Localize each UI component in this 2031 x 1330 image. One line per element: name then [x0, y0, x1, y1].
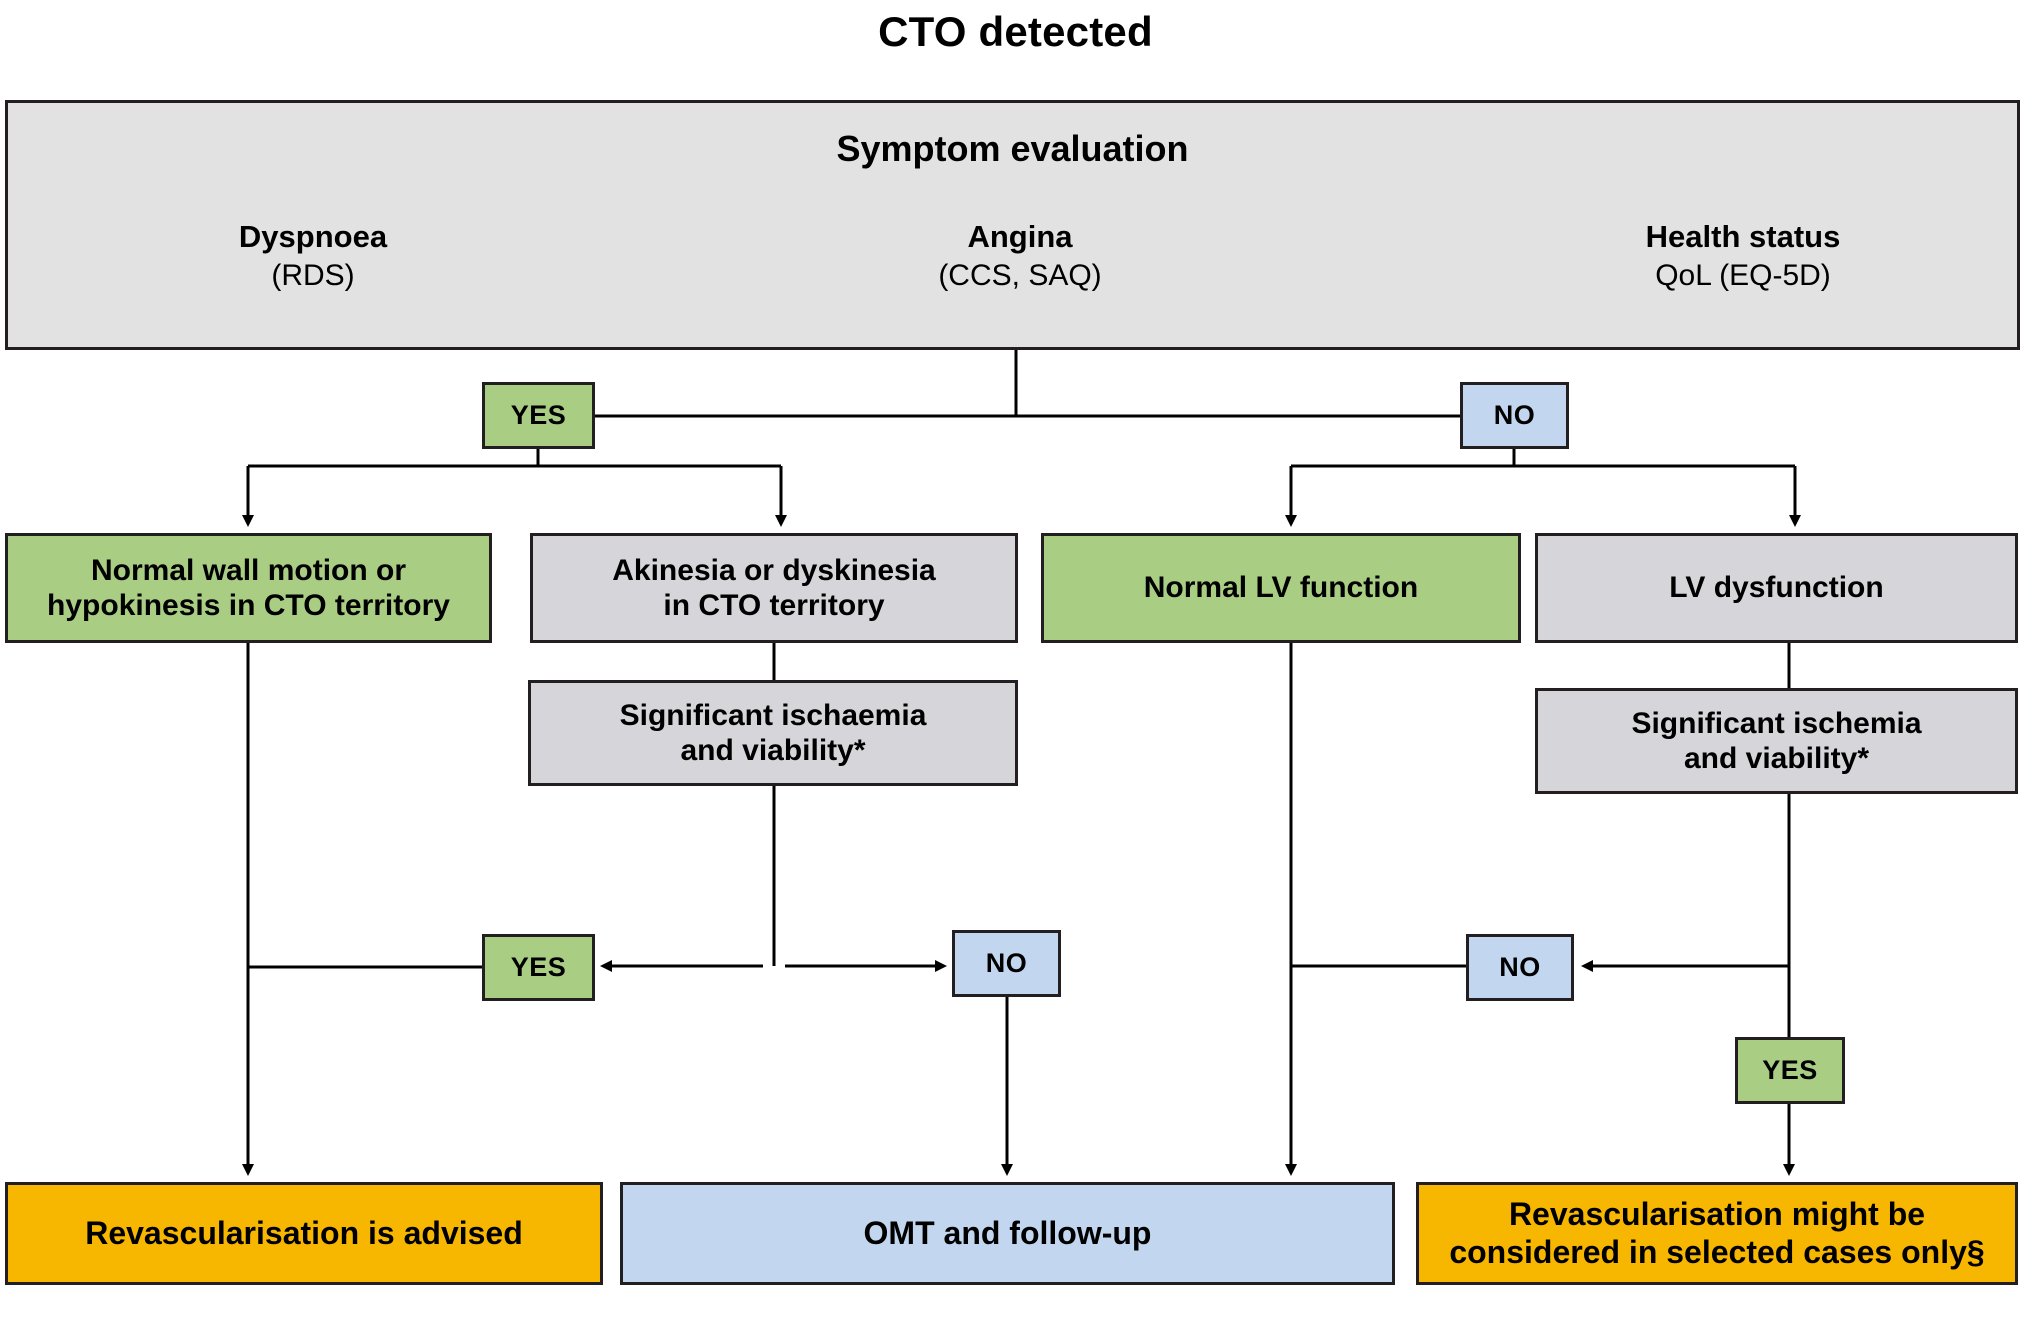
decision-angina-yes: YES — [482, 382, 595, 449]
eval-column-angina-name: Angina — [967, 219, 1073, 254]
node-akinesia-dyskinesia-line1: Akinesia or dyskinesia — [612, 553, 936, 587]
eval-column-angina: Angina (CCS, SAQ) — [865, 218, 1175, 294]
eval-column-dyspnoea-sub: (RDS) — [271, 258, 355, 292]
eval-column-dyspnoea-name: Dyspnoea — [238, 219, 388, 254]
node-normal-wall-motion: Normal wall motion or hypokinesis in CTO… — [5, 533, 492, 643]
node-significant-ischemia-right-line1: Significant ischemia — [1631, 706, 1922, 740]
page-title: CTO detected — [878, 8, 1153, 55]
node-lv-dysfunction-label: LV dysfunction — [1669, 571, 1884, 605]
node-significant-ischaemia-left-line2: and viability* — [680, 734, 866, 767]
symptom-evaluation-panel: Symptom evaluation Dyspnoea (RDS) Angina… — [5, 100, 2020, 350]
decision-angina-no: NO — [1460, 382, 1569, 449]
node-akinesia-dyskinesia-line2: in CTO territory — [663, 589, 885, 622]
decision-ischaemia-yes: YES — [482, 934, 595, 1001]
decision-lv-no: NO — [1466, 934, 1574, 1001]
node-normal-lv-function-label: Normal LV function — [1143, 571, 1419, 605]
outcome-revascularisation-selected-cases-line2: considered in selected cases only§ — [1449, 1233, 1985, 1270]
outcome-revascularisation-selected-cases-line1: Revascularisation might be — [1508, 1195, 1926, 1232]
eval-column-angina-sub: (CCS, SAQ) — [938, 258, 1102, 292]
node-significant-ischaemia-left-line1: Significant ischaemia — [619, 698, 927, 732]
node-normal-wall-motion-line1: Normal wall motion or — [90, 553, 407, 587]
outcome-revascularisation-advised-label: Revascularisation is advised — [85, 1214, 523, 1251]
node-normal-wall-motion-line2: hypokinesis in CTO territory — [47, 589, 450, 622]
eval-column-health-status-sub: QoL (EQ-5D) — [1655, 258, 1831, 292]
outcome-omt-followup: OMT and follow-up — [620, 1182, 1395, 1285]
node-significant-ischemia-right-line2: and viability* — [1683, 742, 1870, 775]
outcome-revascularisation-advised: Revascularisation is advised — [5, 1182, 603, 1285]
node-significant-ischaemia-left: Significant ischaemia and viability* — [528, 680, 1018, 786]
connector-group — [242, 350, 1801, 1176]
decision-ischaemia-no: NO — [952, 930, 1061, 997]
symptom-evaluation-heading: Symptom evaluation — [836, 128, 1189, 169]
eval-column-health-status-name: Health status — [1645, 219, 1841, 254]
eval-column-health-status: Health status QoL (EQ-5D) — [1588, 218, 1898, 294]
decision-lv-yes: YES — [1735, 1037, 1845, 1104]
node-lv-dysfunction: LV dysfunction — [1535, 533, 2018, 643]
outcome-omt-followup-label: OMT and follow-up — [863, 1214, 1152, 1251]
node-normal-lv-function: Normal LV function — [1041, 533, 1521, 643]
outcome-revascularisation-selected-cases: Revascularisation might be considered in… — [1416, 1182, 2018, 1285]
eval-column-dyspnoea: Dyspnoea (RDS) — [158, 218, 468, 294]
node-significant-ischemia-right: Significant ischemia and viability* — [1535, 688, 2018, 794]
node-akinesia-dyskinesia: Akinesia or dyskinesia in CTO territory — [530, 533, 1018, 643]
